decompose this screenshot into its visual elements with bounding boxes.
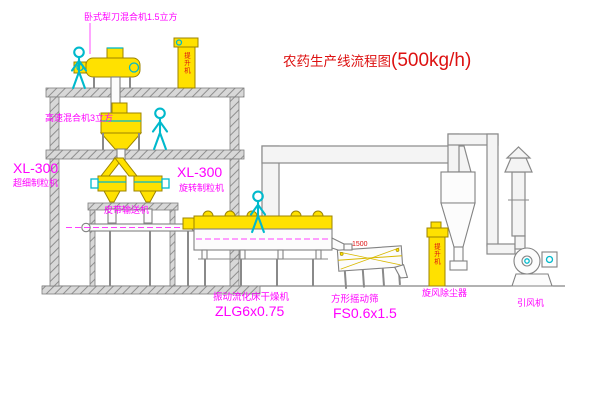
granulator-left [90, 175, 127, 224]
rain-cap-icon [505, 146, 532, 159]
label-dryer-model: ZLG6x0.75 [215, 303, 284, 319]
exhaust-ducting [261, 145, 472, 219]
label-dryer-name: 振动流化床干燥机 [213, 291, 290, 303]
person-figure [70, 46, 88, 90]
label-sieve-model: FS0.6x1.5 [333, 305, 397, 321]
fan-base [511, 273, 553, 287]
exhaust-stack [504, 146, 533, 237]
bucket-elevator-top: 提升机 [173, 37, 199, 89]
pulley-icon [175, 39, 183, 46]
person-figure [151, 107, 169, 151]
bucket-elevator-right: 提升机 [426, 221, 449, 287]
label-fan: 引风机 [517, 297, 544, 308]
cyclone-separator [440, 133, 516, 271]
high-speed-mixer [99, 102, 143, 161]
label-granulator-right-name: 旋转制粒机 [179, 182, 224, 193]
label-high-speed-mixer: 高速混合机3立方 [45, 112, 113, 123]
fan-motor [541, 251, 558, 268]
sieve-dimension-label: 1500 [352, 241, 368, 248]
fluid-bed-dryer [182, 210, 345, 286]
label-cyclone: 旋风除尘器 [422, 287, 467, 298]
label-belt-conveyor: 皮带输送机 [104, 204, 149, 215]
square-swing-sieve: 1500 [336, 241, 409, 289]
elevator-right-label: 提升机 [433, 242, 441, 266]
drawing-title: 农药生产线流程图(500kg/h) [283, 50, 471, 71]
label-sieve-name: 方形摇动筛 [331, 293, 379, 305]
splitter-chute [99, 157, 139, 177]
belt-conveyor [66, 222, 212, 286]
label-granulator-left-name: 超细制粒机 [13, 177, 58, 188]
label-horizontal-mixer: 卧式犁刀混合机1.5立方 [84, 11, 178, 22]
granulator-right [133, 175, 170, 224]
induced-draft-fan [511, 235, 558, 287]
rotary-valve [449, 260, 468, 271]
label-granulator-right-model: XL-300 [177, 164, 222, 180]
elevator-top-label: 提升机 [183, 51, 191, 75]
label-granulator-left-model: XL-300 [13, 160, 58, 176]
